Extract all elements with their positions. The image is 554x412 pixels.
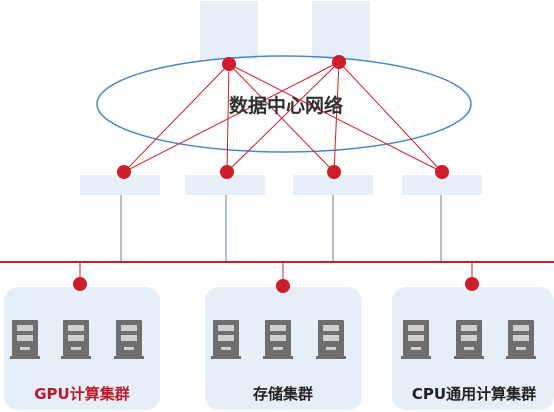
server-icon: [316, 320, 346, 359]
storage-cluster-label: 存储集群: [253, 385, 313, 403]
storage-servers: [211, 320, 346, 359]
server-icon: [506, 320, 536, 359]
cpu-cluster-label: CPU通用计算集群: [412, 385, 536, 403]
core-node-2: [332, 55, 346, 69]
server-icon: [211, 320, 241, 359]
server-icon: [454, 320, 484, 359]
leaf-node-1: [117, 165, 131, 179]
server-icon: [61, 320, 91, 359]
network-label: 数据中心网络: [229, 94, 343, 117]
server-icon: [263, 320, 293, 359]
leaf-switch-panel-2: [185, 175, 265, 195]
cluster-drop-lines: [79, 262, 473, 286]
gpu-cluster-node: [73, 277, 87, 291]
storage-cluster-node: [276, 279, 290, 293]
server-icon: [114, 320, 144, 359]
leaf-node-4: [435, 165, 449, 179]
nodes: [73, 55, 479, 293]
core-node-1: [222, 57, 236, 71]
cpu-cluster-node: [465, 277, 479, 291]
cpu-servers: [401, 320, 536, 359]
server-icon: [10, 320, 40, 359]
mesh-links: [123, 61, 443, 173]
gpu-servers: [10, 320, 144, 359]
leaf-node-2: [220, 165, 234, 179]
leaf-drop-lines: [120, 195, 442, 262]
core-switch-panel-1: [200, 1, 258, 59]
gpu-cluster-label: GPU计算集群: [34, 385, 130, 403]
leaf-switch-panel-1: [80, 175, 160, 195]
data-center-network-ellipse: [96, 55, 472, 153]
leaf-node-3: [327, 165, 341, 179]
server-icon: [401, 320, 431, 359]
core-switch-panel-2: [312, 1, 370, 59]
leaf-switch-panel-4: [402, 175, 482, 195]
leaf-switch-panel-3: [293, 175, 373, 195]
